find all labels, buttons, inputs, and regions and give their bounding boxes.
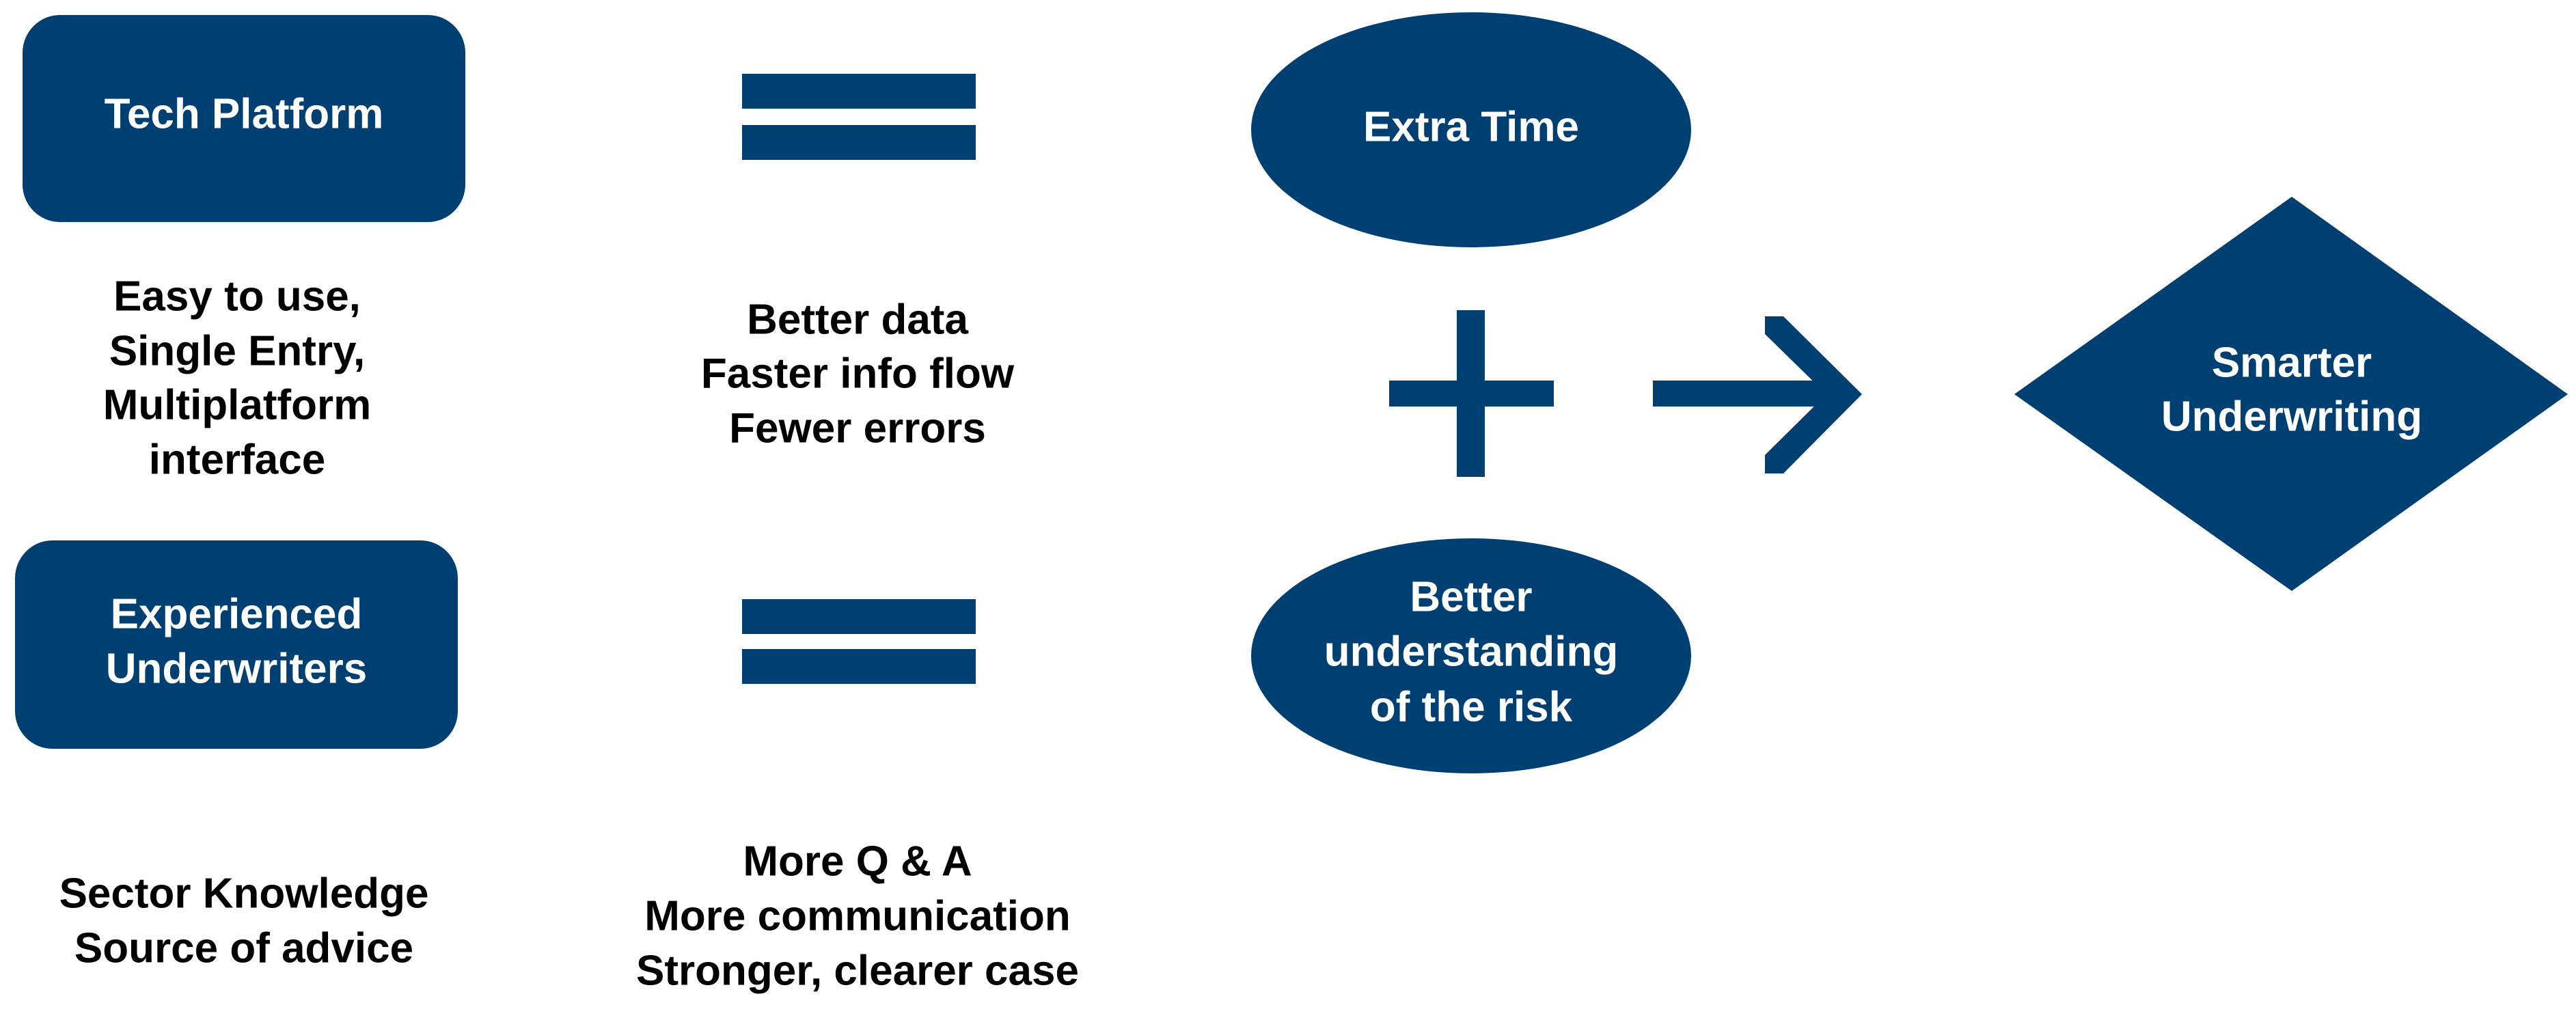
tech-platform-title: Tech Platform bbox=[105, 90, 384, 137]
tech-platform-features: Easy to use, Single Entry, Multiplatform… bbox=[103, 273, 372, 483]
smarter-underwriting-node: Smarter Underwriting bbox=[2014, 197, 2568, 591]
tech-platform-node: Tech Platform bbox=[23, 15, 465, 222]
underwriter-result-benefits: More Q & A More communication Stronger, … bbox=[636, 838, 1079, 994]
risk-understanding-line: of the risk bbox=[1370, 683, 1573, 730]
outcome-diamond bbox=[2014, 197, 2568, 591]
risk-understanding-line: Better bbox=[1410, 573, 1532, 620]
underwriter-feature-line: Sector Knowledge bbox=[59, 870, 429, 917]
underwriter-benefit-line: More communication bbox=[644, 892, 1071, 939]
tech-result-benefits: Better data Faster info flow Fewer error… bbox=[701, 296, 1015, 452]
tech-benefit-line: Faster info flow bbox=[701, 350, 1015, 397]
equals-icon bbox=[742, 599, 976, 684]
arrow-right-icon bbox=[1653, 316, 1862, 473]
equals-bar-bottom bbox=[742, 649, 976, 684]
outcome-line: Underwriting bbox=[2161, 393, 2422, 440]
risk-understanding-node: Better understanding of the risk bbox=[1251, 538, 1691, 773]
risk-understanding-line: understanding bbox=[1324, 628, 1619, 675]
arrow-shaft bbox=[1653, 381, 1840, 407]
tech-benefit-line: Better data bbox=[747, 296, 968, 343]
underwriter-benefit-line: More Q & A bbox=[743, 838, 972, 885]
extra-time-node: Extra Time bbox=[1251, 12, 1691, 247]
tech-feature-line: Multiplatform bbox=[103, 381, 372, 428]
plus-icon bbox=[1389, 310, 1554, 477]
experienced-underwriters-title-line: Underwriters bbox=[106, 645, 367, 692]
equals-bar-top bbox=[742, 599, 976, 634]
outcome-line: Smarter bbox=[2212, 339, 2372, 386]
tech-feature-line: Single Entry, bbox=[109, 327, 365, 374]
risk-understanding-ellipse bbox=[1251, 538, 1691, 773]
equals-bar-top bbox=[742, 74, 976, 109]
equals-icon bbox=[742, 74, 976, 160]
underwriter-feature-line: Source of advice bbox=[74, 924, 413, 972]
tech-benefit-line: Fewer errors bbox=[729, 404, 986, 452]
arrow-head bbox=[1765, 316, 1862, 473]
underwriter-features: Sector Knowledge Source of advice bbox=[59, 870, 429, 972]
experienced-underwriters-node: Experienced Underwriters bbox=[15, 540, 458, 749]
equals-bar-bottom bbox=[742, 125, 976, 160]
experienced-underwriters-title-line: Experienced bbox=[111, 590, 363, 637]
plus-vertical-bar bbox=[1457, 310, 1485, 477]
experienced-underwriters-box bbox=[15, 540, 458, 749]
tech-feature-line: Easy to use, bbox=[113, 273, 361, 320]
extra-time-label: Extra Time bbox=[1363, 103, 1579, 150]
tech-feature-line: interface bbox=[149, 436, 325, 483]
underwriter-benefit-line: Stronger, clearer case bbox=[636, 947, 1079, 994]
extra-time-ellipse bbox=[1251, 12, 1691, 247]
tech-platform-box bbox=[23, 15, 465, 222]
